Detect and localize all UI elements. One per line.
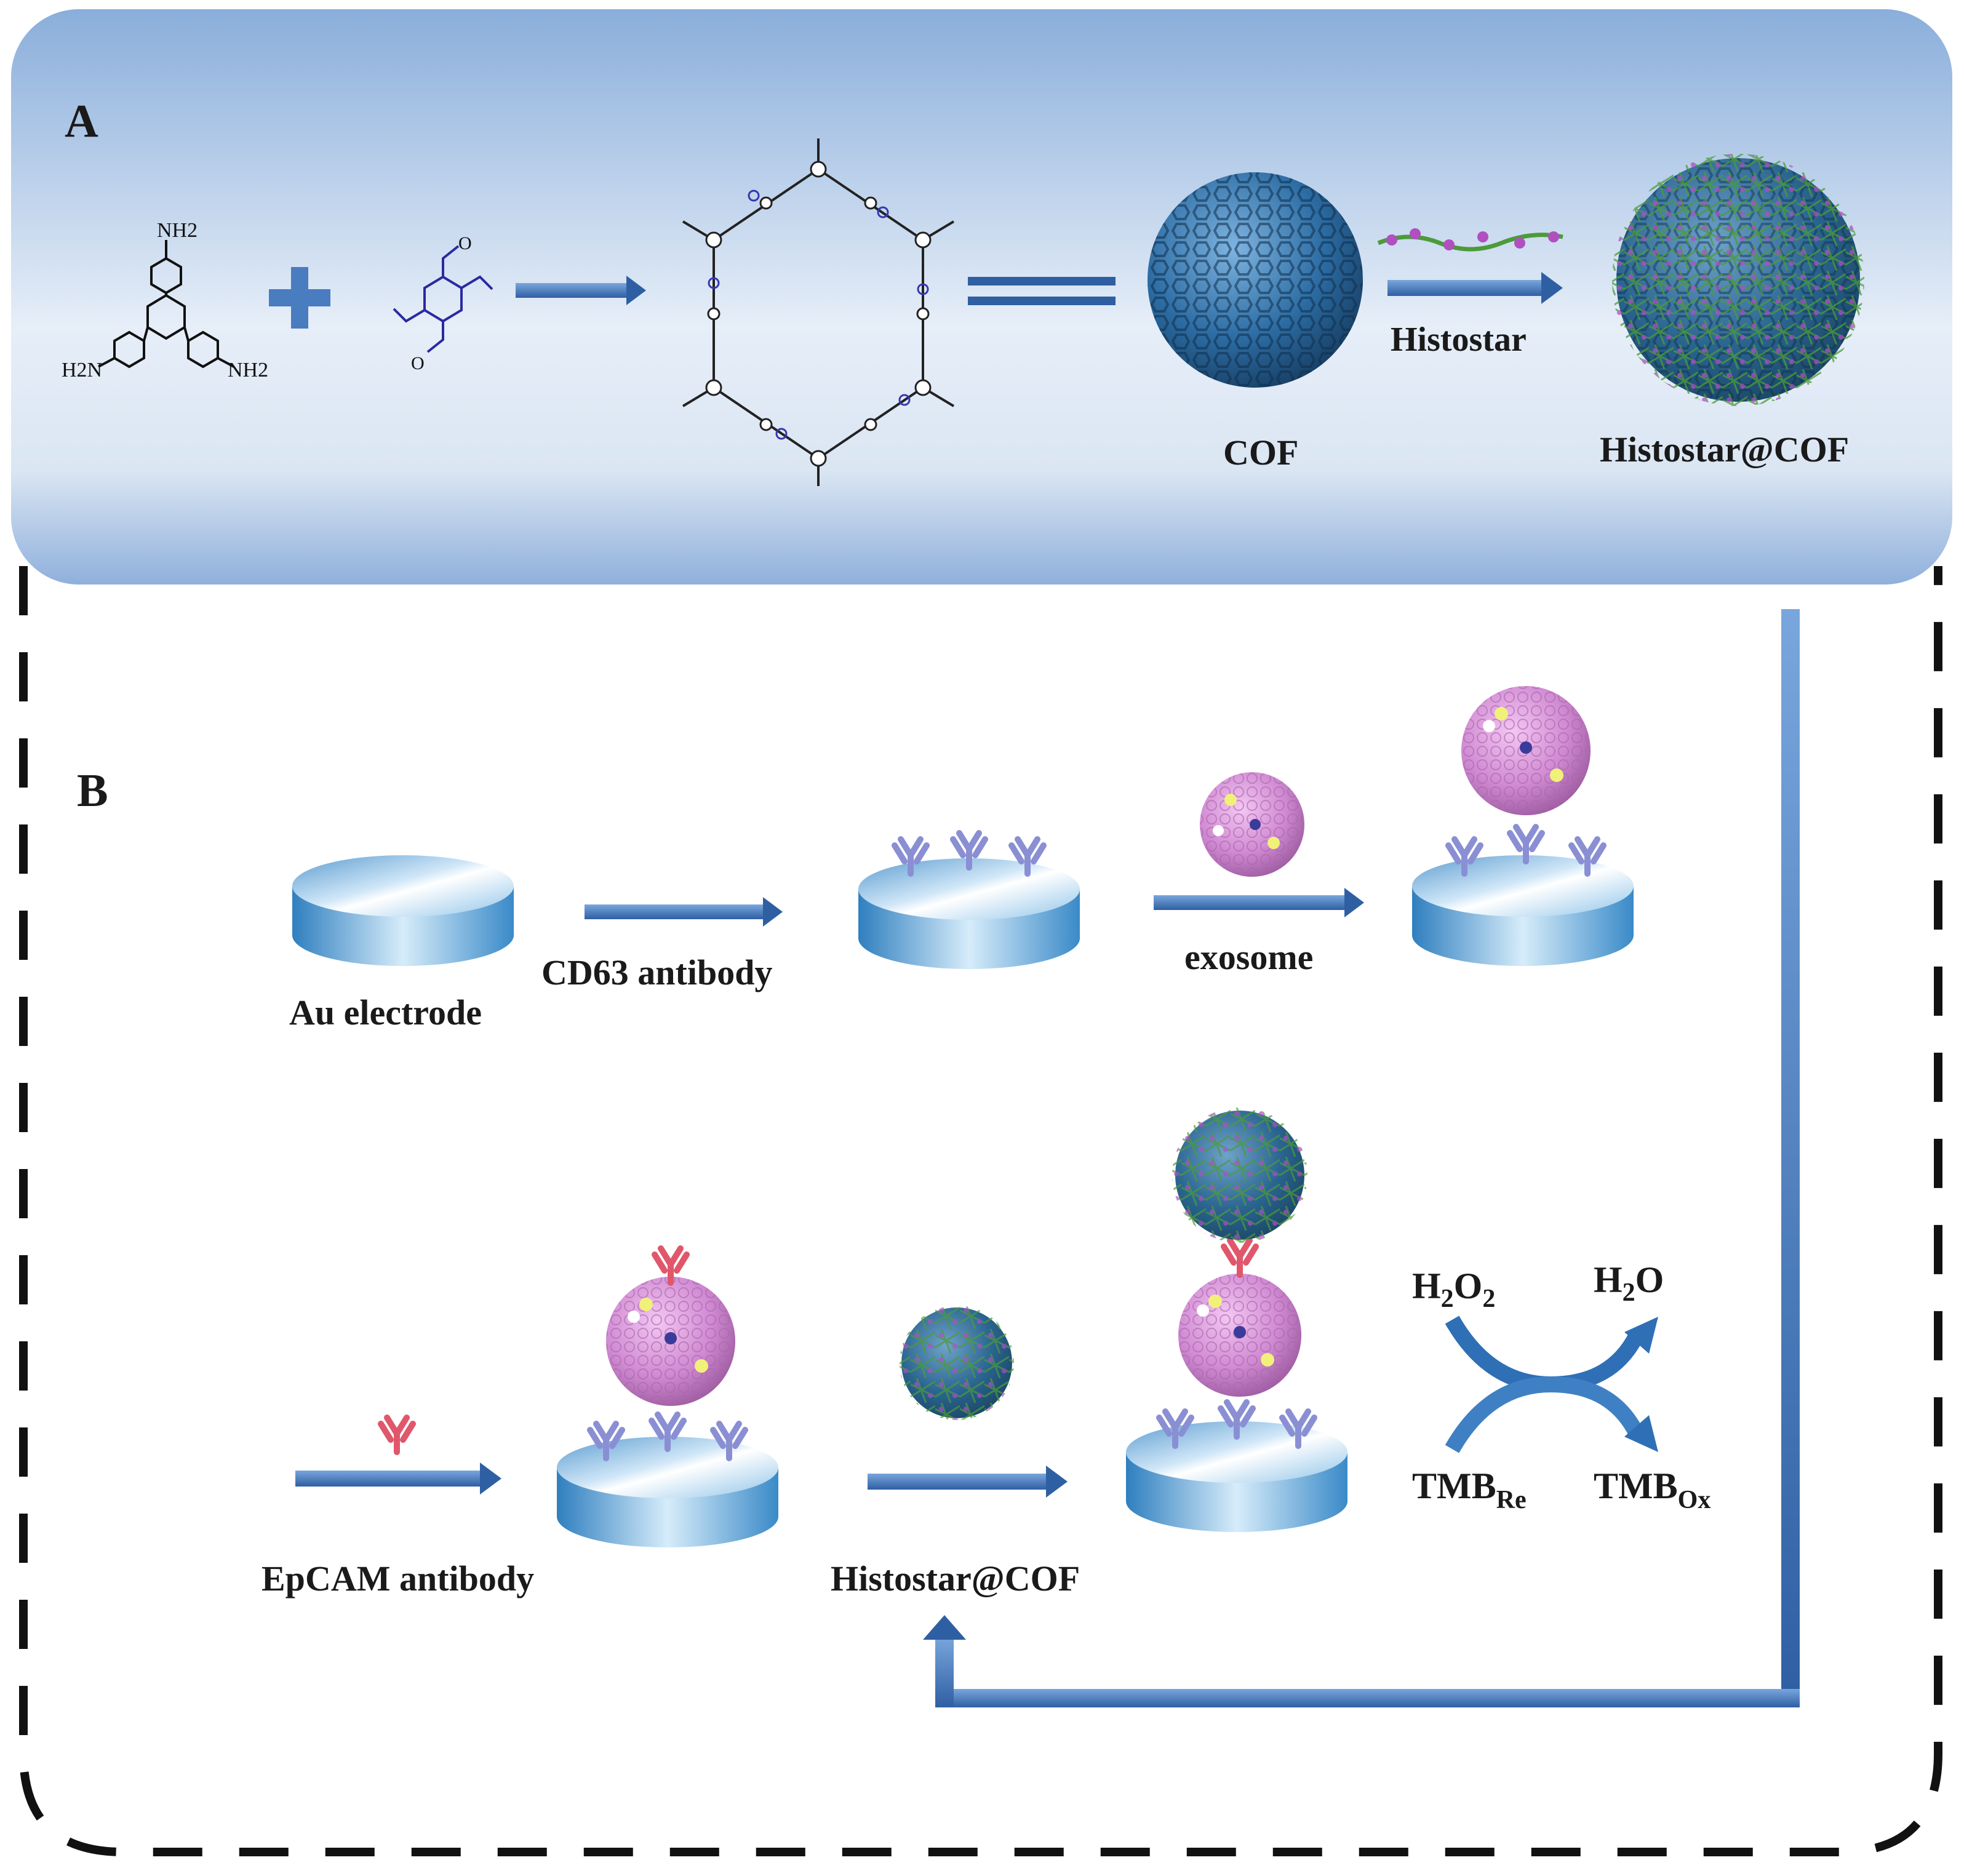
amine-label-right: NH2 — [228, 359, 268, 381]
electrode-epcam-disk — [557, 1437, 778, 1547]
amine-label-left: H2N — [62, 359, 102, 381]
final-exosome-particle — [1178, 1274, 1301, 1397]
flow-connector-arrow — [923, 609, 1800, 1707]
equals-icon — [968, 277, 1116, 305]
histostar-cof-small-sphere — [900, 1306, 1014, 1420]
exosome-step-arrow — [1154, 888, 1364, 917]
exosome-label: exosome — [1184, 937, 1313, 977]
functionalization-arrow — [1387, 272, 1563, 304]
epcam-exosome-particle — [606, 1277, 735, 1406]
epcam-antibody-bound-icon — [1224, 1240, 1256, 1275]
synthesis-arrow — [516, 276, 646, 305]
histostar-cof-step-arrow — [868, 1466, 1068, 1498]
h2o-label: H2O — [1594, 1259, 1664, 1307]
panel-a-label: A — [65, 95, 98, 147]
histostar-cof-sphere — [1612, 154, 1864, 406]
cof-framework-nodes — [705, 161, 932, 467]
histostar-reagent-label: Histostar — [1391, 321, 1527, 359]
h2o2-label: H2O2 — [1412, 1266, 1495, 1313]
panel-b-label: B — [77, 765, 108, 816]
tmb-reduced-label: TMBRe — [1412, 1466, 1527, 1514]
histostar-chain-icon — [1377, 228, 1563, 252]
cof-sphere — [1148, 172, 1363, 388]
au-electrode-disk — [292, 855, 514, 966]
cof-label: COF — [1223, 433, 1298, 473]
panel-b-dashed-border — [19, 566, 1942, 1856]
reaction-crossing-arrows — [1445, 1315, 1658, 1453]
triamine-monomer — [98, 240, 234, 369]
au-electrode-label: Au electrode — [289, 992, 482, 1032]
histostar-cof-label: Histostar@COF — [1600, 429, 1849, 469]
epcam-antibody-icon — [381, 1418, 413, 1452]
aldehyde-o-bottom: O — [411, 353, 425, 373]
histostar-cof-step-label: Histostar@COF — [831, 1559, 1080, 1599]
final-histostar-cof-sphere — [1172, 1108, 1307, 1243]
plus-icon — [269, 267, 330, 329]
dialdehyde-monomer — [393, 245, 493, 353]
tmb-oxidized-label: TMBOx — [1594, 1466, 1711, 1514]
cof-framework-linkers — [708, 190, 929, 440]
aldehyde-o-top: O — [458, 233, 472, 253]
epcam-step-arrow — [295, 1463, 501, 1495]
amine-label-top: NH2 — [157, 219, 198, 242]
cd63-step-arrow — [585, 897, 783, 927]
cd63-antibody-label: CD63 antibody — [541, 952, 772, 992]
electrode-exosome-disk — [1412, 855, 1634, 966]
electrode-cd63-disk — [858, 858, 1080, 969]
exosome-particle — [1200, 772, 1304, 877]
epcam-antibody-label: EpCAM antibody — [261, 1559, 534, 1599]
captured-exosome-particle — [1461, 686, 1591, 815]
